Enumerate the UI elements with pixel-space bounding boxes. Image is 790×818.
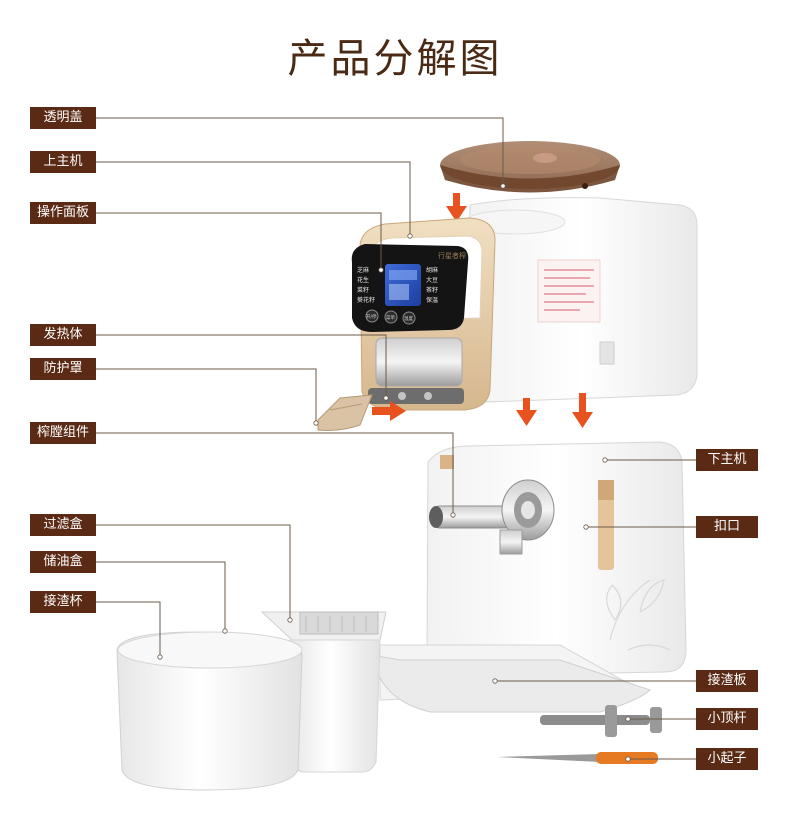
label-shield: 防护罩 xyxy=(30,358,96,380)
label-oil-box: 储油盒 xyxy=(30,551,96,573)
label-buckle: 扣口 xyxy=(696,516,758,538)
panel-brand-text: 行星者榨 xyxy=(438,251,466,260)
label-residue-cup: 接渣杯 xyxy=(30,591,96,613)
ejector-rod xyxy=(540,705,662,737)
label-transparent-lid: 透明盖 xyxy=(30,107,96,129)
label-filter-box: 过滤盒 xyxy=(30,514,96,536)
page-title: 产品分解图 xyxy=(287,36,503,82)
leader-dots xyxy=(157,183,631,762)
label-heater: 发热体 xyxy=(30,324,96,346)
panel-key-right-1: 胡麻 xyxy=(426,266,438,274)
panel-button-temp: 温度 xyxy=(404,315,413,322)
oil-box xyxy=(260,611,387,773)
panel-key-right-4: 保温 xyxy=(426,296,438,304)
transparent-lid xyxy=(440,141,620,193)
label-ejector-rod: 小顶杆 xyxy=(696,708,758,730)
insert-arrow xyxy=(372,401,406,421)
protective-shield xyxy=(317,394,373,431)
label-upper-unit: 上主机 xyxy=(30,151,96,173)
lower-unit xyxy=(371,441,687,713)
panel-key-right-2: 大豆 xyxy=(426,276,438,284)
residue-cup xyxy=(116,631,303,791)
assembly-arrows-bottom xyxy=(516,393,593,428)
panel-key-left-3: 菜籽 xyxy=(357,286,369,294)
upper-unit xyxy=(464,197,698,403)
leader-lines xyxy=(95,117,696,760)
screwdriver xyxy=(497,752,658,764)
label-lower-unit: 下主机 xyxy=(696,449,758,471)
label-screwdriver: 小起子 xyxy=(696,748,758,770)
panel-key-right-3: 茶籽 xyxy=(426,286,438,294)
panel-key-left-2: 花生 xyxy=(357,276,369,284)
panel-key-left-4: 葵花籽 xyxy=(357,296,375,304)
label-press-chamber: 榨膛组件 xyxy=(30,422,96,444)
panel-button-start: 开/停 xyxy=(366,313,377,320)
panel-button-menu: 菜单 xyxy=(386,314,395,321)
label-control-panel: 操作面板 xyxy=(30,202,96,224)
panel-key-left-1: 芝麻 xyxy=(357,266,369,274)
label-residue-plate: 接渣板 xyxy=(696,670,758,692)
control-head xyxy=(351,217,496,411)
